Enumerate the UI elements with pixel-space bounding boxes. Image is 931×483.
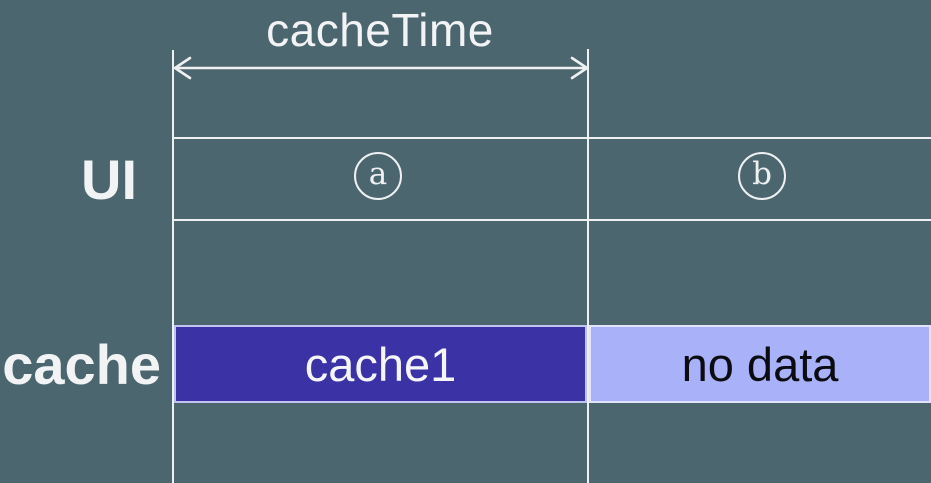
no-data-segment-bar: no data xyxy=(589,325,931,403)
event-a-letter: a xyxy=(368,155,388,192)
no-data-segment-label: no data xyxy=(681,337,839,391)
cachetime-label: cacheTime xyxy=(266,4,494,56)
event-b-marker: b xyxy=(738,152,786,200)
ui-lane-bottom-line xyxy=(172,219,931,221)
cache1-segment-bar: cache1 xyxy=(174,325,587,403)
cache-lane-label: cache xyxy=(2,332,161,396)
cache-expiry-line xyxy=(587,49,589,483)
ui-lane-label: UI xyxy=(81,147,137,211)
event-b-letter: b xyxy=(752,155,772,192)
event-a-marker: a xyxy=(354,152,402,200)
cache1-segment-label: cache1 xyxy=(304,337,457,391)
ui-lane-top-line xyxy=(172,137,931,139)
timeline-start-line xyxy=(172,50,174,483)
cachetime-span-arrow-icon xyxy=(173,56,589,80)
